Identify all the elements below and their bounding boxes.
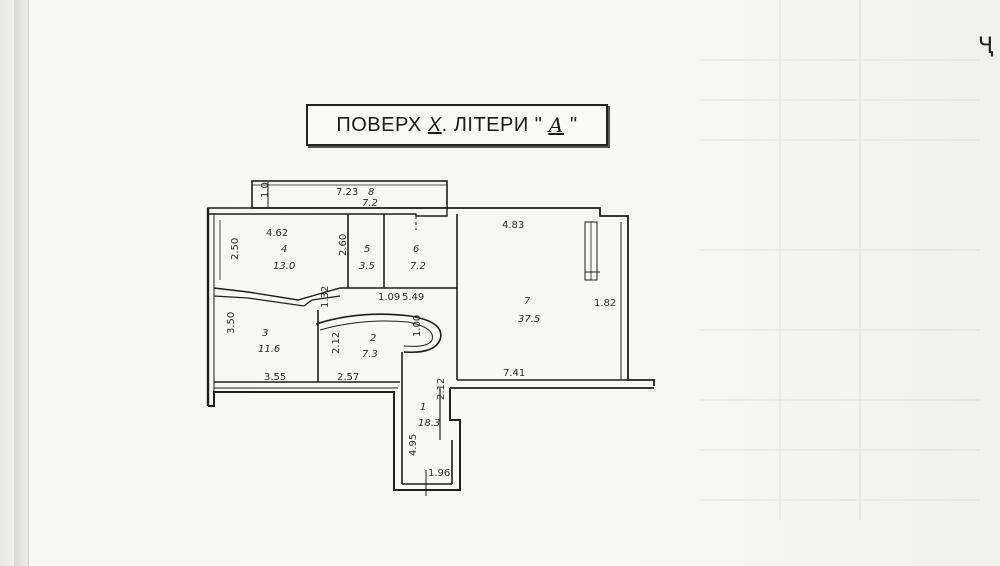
room2-dim-right: 1.00 xyxy=(412,315,423,337)
paper-edge xyxy=(14,0,29,566)
title-letter: А xyxy=(548,113,565,137)
room3-dim-bottom: 3.55 xyxy=(264,372,286,383)
room1-number: 1 xyxy=(420,402,426,413)
room2-dim-left: 2.12 xyxy=(331,332,342,354)
room1-dim-left: 4.95 xyxy=(408,434,419,456)
room3-number: 3 xyxy=(262,328,268,339)
outer-south-wall xyxy=(208,388,461,491)
room7-area: 37.5 xyxy=(518,314,540,325)
room4-number: 4 xyxy=(281,244,287,255)
room5-area: 3.5 xyxy=(359,261,375,272)
outer-wall-west xyxy=(207,207,448,217)
room2-number: 2 xyxy=(370,333,376,344)
small-dim: 1.32 xyxy=(320,286,331,308)
room7-number: 7 xyxy=(524,296,531,307)
room5-number: 5 xyxy=(364,244,370,255)
room4-area: 13.0 xyxy=(273,261,295,272)
room4-dim-left: 2.50 xyxy=(230,238,241,260)
room2-dim-bottom: 2.57 xyxy=(337,372,359,383)
room6-area: 7.2 xyxy=(410,261,426,272)
title-suffix: " xyxy=(570,113,578,136)
room7-outline xyxy=(447,207,655,386)
room2-curved-inner xyxy=(319,320,433,347)
room2-dim-top: 1.09 xyxy=(378,292,400,303)
room3-top-wall xyxy=(213,295,341,307)
room7-dim-right: 1.82 xyxy=(594,298,616,309)
room2-curved-wall xyxy=(315,313,442,354)
room4-bottom-wall xyxy=(213,287,348,301)
room7-dim-top: 4.83 xyxy=(502,220,524,231)
room2-area: 7.3 xyxy=(362,349,378,360)
room1-dim-right: 2.12 xyxy=(436,378,447,400)
room7-dim-left: 5.49 xyxy=(402,292,424,303)
room6-number: 6 xyxy=(413,244,419,255)
background-ghost-table xyxy=(700,0,980,520)
balcony-number: 8 xyxy=(368,187,374,198)
balcony-depth: 1.0 xyxy=(260,182,271,198)
room7-dim-bottom: 7.41 xyxy=(503,368,525,379)
room1-area: 18.3 xyxy=(418,418,440,429)
floor-title: ПОВЕРХ X . ЛІТЕРИ " А " xyxy=(306,104,608,146)
room1-dim-bottom: 1.96 xyxy=(428,468,450,479)
title-middle: . ЛІТЕРИ " xyxy=(441,113,543,136)
room4-dim-top: 4.62 xyxy=(266,228,288,239)
title-prefix: ПОВЕРХ xyxy=(336,113,422,136)
room3-area: 11.6 xyxy=(258,344,280,355)
room4-dim-right: 2.60 xyxy=(338,234,349,256)
corner-mark: Ҷ xyxy=(978,34,994,59)
balcony-length: 7.23 xyxy=(336,187,358,198)
room3-dim-left: 3.50 xyxy=(226,312,237,334)
balcony-area: 7.2 xyxy=(362,198,378,209)
title-floor-number: X xyxy=(427,113,442,136)
